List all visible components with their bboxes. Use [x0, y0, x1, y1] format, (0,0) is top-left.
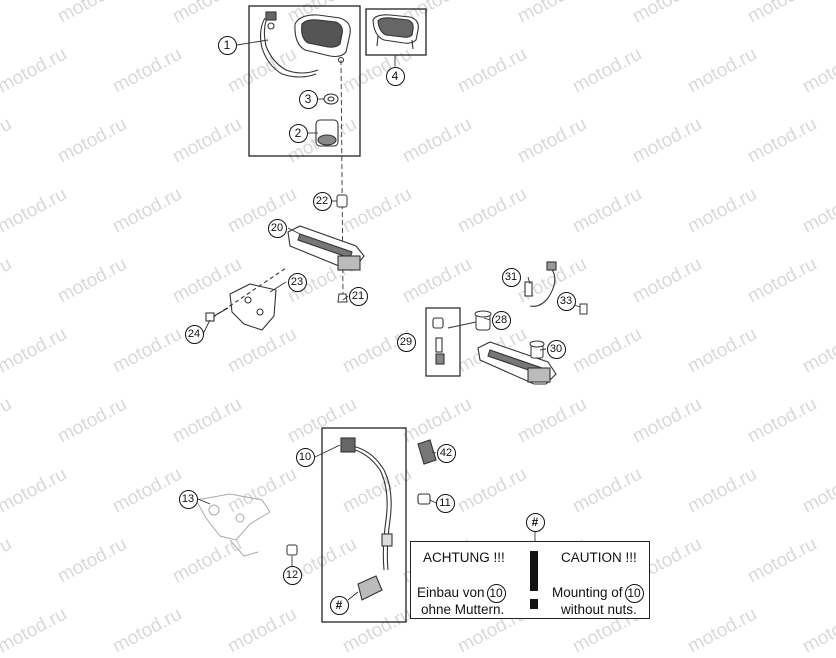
- cable-clip-part: [417, 439, 437, 505]
- callout-30: 30: [546, 339, 566, 359]
- callout-20: 20: [267, 218, 287, 238]
- instrument-cluster-part: [259, 11, 351, 78]
- callout-11: 11: [435, 493, 455, 513]
- callout-24: 24: [184, 324, 204, 344]
- instrument-cover-part: [372, 14, 419, 50]
- callout-1: 1: [217, 35, 237, 55]
- note-left-line2: ohne Muttern.: [421, 602, 505, 617]
- alternative-bracket-part: [477, 341, 557, 385]
- note-right-heading: CAUTION !!!: [561, 550, 637, 565]
- group-frame-instrument: [248, 5, 361, 157]
- callout-hash2: #: [329, 595, 349, 615]
- callout-13: 13: [178, 489, 198, 509]
- callout-4: 4: [385, 66, 405, 86]
- callout-33: 33: [556, 291, 576, 311]
- group-frame-cover: [365, 8, 427, 56]
- holder-plate-part: [205, 267, 287, 331]
- callout-42: 42: [436, 443, 456, 463]
- screw-set-part: [425, 307, 461, 377]
- note-right-line1-text: Mounting of: [552, 585, 623, 601]
- rubber-grommet-part: [336, 194, 348, 208]
- handlebar-mount-part: [195, 493, 271, 557]
- callout-2: 2: [288, 123, 308, 143]
- bushing-part: [315, 119, 339, 147]
- callout-31: 31: [501, 267, 521, 287]
- note-right-line2: without nuts.: [561, 602, 637, 617]
- note-left-ref-callout: 10: [486, 584, 506, 603]
- speedometer-cable-part: [340, 437, 393, 601]
- callout-22: 22: [312, 191, 332, 211]
- exclamation-icon: [530, 551, 538, 609]
- group-frame-cable: [321, 427, 407, 623]
- leader-29: [447, 321, 477, 329]
- alt-bushing-part: [474, 310, 545, 359]
- instrument-bracket-part: [287, 225, 365, 271]
- note-left-heading: ACHTUNG !!!: [423, 550, 505, 565]
- callout-29: 29: [396, 332, 416, 352]
- callout-21: 21: [348, 286, 368, 306]
- callout-10: 10: [295, 447, 315, 467]
- callout-28: 28: [491, 310, 511, 330]
- sensor-cable-part: [524, 261, 557, 307]
- diagram-drawing: [195, 5, 588, 623]
- small-screw-part: [579, 303, 588, 315]
- callout-3: 3: [298, 89, 318, 109]
- callout-12: 12: [282, 565, 302, 585]
- nut-part: [337, 293, 348, 303]
- note-right-ref-callout: 10: [624, 584, 644, 603]
- washer-part: [323, 93, 339, 105]
- note-left-line1-text: Einbau von: [417, 585, 485, 601]
- spacer-part: [286, 544, 298, 556]
- callout-hash1: #: [525, 512, 545, 532]
- callout-23: 23: [287, 272, 307, 292]
